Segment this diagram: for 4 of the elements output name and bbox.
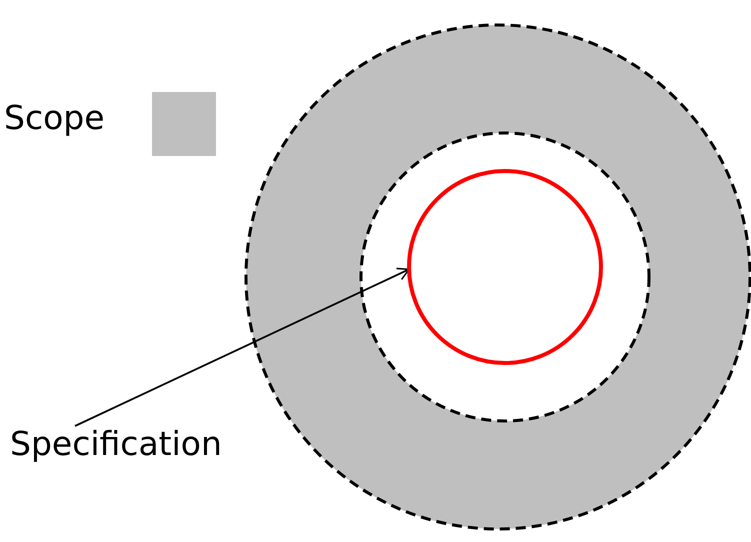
legend-label: Scope bbox=[4, 98, 105, 138]
node-label: Specification bbox=[10, 424, 222, 464]
leader-line bbox=[74, 268, 410, 427]
specification-circle bbox=[407, 169, 603, 365]
